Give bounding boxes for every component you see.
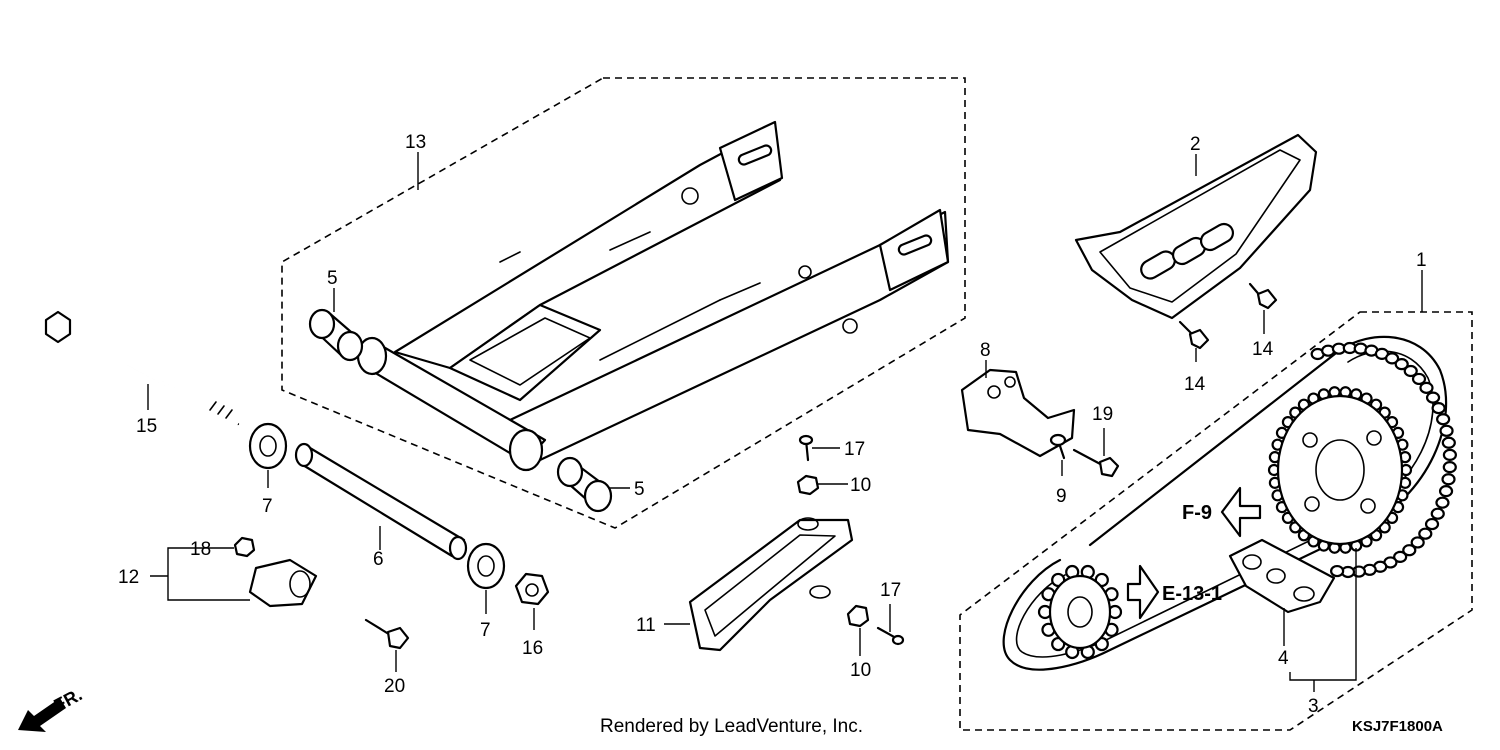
callout-14-right: 14 xyxy=(1252,339,1274,360)
reference-arrow-f9 xyxy=(1220,486,1262,538)
callout-17-upper: 17 xyxy=(844,439,865,460)
dust-seal-left[interactable] xyxy=(248,422,288,470)
render-credit: Rendered by LeadVenture, Inc. xyxy=(600,716,863,737)
callout-10-upper: 10 xyxy=(850,475,871,496)
pivot-nut[interactable] xyxy=(514,572,550,606)
reference-arrow-e13-1 xyxy=(1126,564,1160,620)
callout-6: 6 xyxy=(373,549,384,570)
callout-17-lower: 17 xyxy=(880,580,901,601)
callout-8: 8 xyxy=(980,340,991,361)
nut-18[interactable] xyxy=(233,536,256,558)
callout-3: 3 xyxy=(1308,696,1319,717)
pivot-bushing-lower[interactable] xyxy=(556,456,613,513)
driven-sprocket[interactable] xyxy=(1267,386,1413,554)
callout-9: 9 xyxy=(1056,486,1067,507)
callout-20: 20 xyxy=(384,676,405,697)
bolt-14-right[interactable] xyxy=(1248,282,1278,310)
diagram-code: KSJ7F1800A xyxy=(1352,718,1443,735)
bolt-9[interactable] xyxy=(1049,433,1067,460)
drive-sprocket[interactable] xyxy=(1037,564,1123,660)
callout-7-left: 7 xyxy=(262,496,273,517)
pivot-bushing-upper[interactable] xyxy=(308,308,364,362)
sprocket-guard-bracket[interactable] xyxy=(960,368,1076,458)
nut-10-upper[interactable] xyxy=(796,474,820,496)
callout-5-upper: 5 xyxy=(327,268,338,289)
callout-1: 1 xyxy=(1416,250,1427,271)
callout-19: 19 xyxy=(1092,404,1113,425)
bolt-17-upper[interactable] xyxy=(798,434,814,462)
callout-16: 16 xyxy=(522,638,543,659)
bolt-19[interactable] xyxy=(1072,448,1120,478)
callout-4: 4 xyxy=(1278,648,1289,669)
callout-11: 11 xyxy=(636,615,656,636)
bolt-14-left[interactable] xyxy=(1178,320,1210,350)
swingarm[interactable] xyxy=(356,120,950,472)
front-direction-arrow xyxy=(18,698,66,732)
bolt-17-lower[interactable] xyxy=(876,626,905,646)
drive-chain-cover[interactable] xyxy=(1074,133,1318,320)
callout-7-right: 7 xyxy=(480,620,491,641)
callout-14-left: 14 xyxy=(1184,374,1206,395)
callout-13: 13 xyxy=(405,132,426,153)
flange-bolt-20[interactable] xyxy=(364,618,410,650)
callout-15: 15 xyxy=(136,416,157,437)
callout-2: 2 xyxy=(1190,134,1201,155)
callout-5-lower: 5 xyxy=(634,479,645,500)
dust-seal-right[interactable] xyxy=(466,542,506,590)
leader-lines xyxy=(147,152,1423,692)
callout-10-lower: 10 xyxy=(850,660,871,681)
chain-master-link[interactable] xyxy=(1228,538,1336,614)
swingarm-assembly-boundary xyxy=(281,77,966,529)
reference-f9[interactable]: F-9 xyxy=(1182,502,1212,524)
pivot-bolt[interactable] xyxy=(44,310,240,426)
nut-10-lower[interactable] xyxy=(846,604,870,628)
callout-18: 18 xyxy=(190,539,211,560)
callout-12: 12 xyxy=(118,567,139,588)
chain-slider[interactable] xyxy=(688,517,854,652)
chain-guide-bracket[interactable] xyxy=(248,558,318,608)
pivot-collar[interactable] xyxy=(294,442,468,561)
reference-e13-1[interactable]: E-13-1 xyxy=(1162,583,1222,605)
chain-kit-boundary xyxy=(959,311,1473,731)
